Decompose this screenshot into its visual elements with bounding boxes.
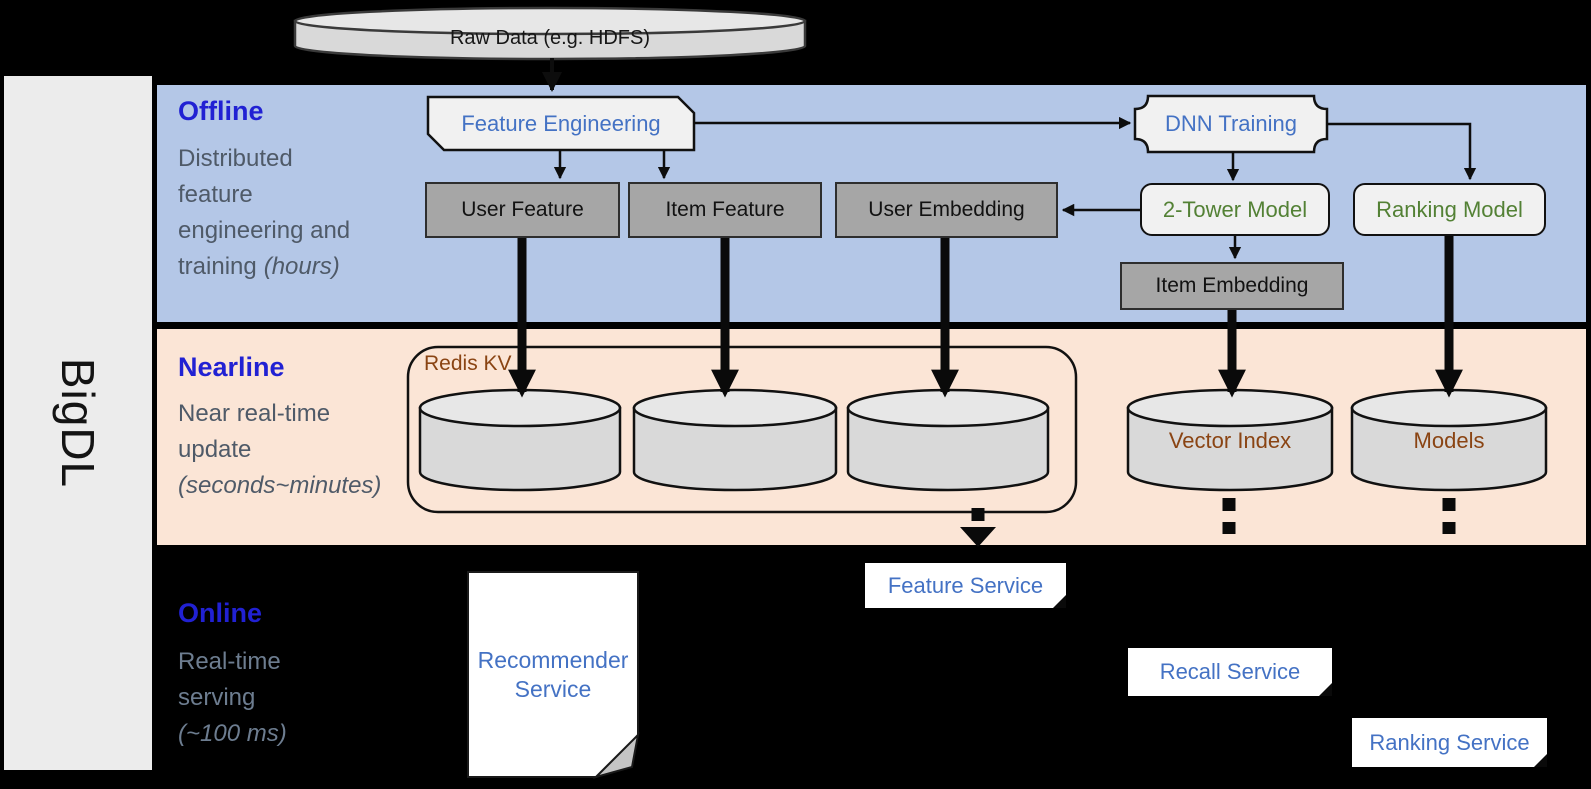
ranking-service-label: Ranking Service: [1369, 729, 1530, 755]
offline-band-title: Offline: [178, 96, 264, 126]
offline-desc-line4-italic: (hours): [263, 253, 340, 280]
online-desc-line: Real-time: [178, 648, 281, 675]
offline-desc-line4-text: training: [178, 253, 257, 280]
folded-corner-icon: [1319, 683, 1332, 696]
offline-desc-line: Distributed: [178, 145, 293, 172]
two-tower-model-node: 2-Tower Model: [1140, 183, 1330, 236]
user-feature-node: User Feature: [425, 182, 620, 238]
ranking-service-node: Ranking Service: [1352, 718, 1547, 767]
folded-corner-icon: [1534, 754, 1547, 767]
raw-data-cylinder: [293, 6, 807, 61]
ranking-model-node: Ranking Model: [1353, 183, 1546, 236]
online-band-title: Online: [178, 598, 263, 628]
online-desc-line: (~100 ms): [178, 720, 287, 747]
item-feature-node: Item Feature: [628, 182, 822, 238]
recall-service-node: Recall Service: [1128, 648, 1332, 696]
nearline-band-title: Nearline: [178, 352, 285, 382]
feature-service-label: Feature Service: [887, 572, 1044, 598]
online-band-description: Real-time serving (~100 ms): [178, 644, 287, 752]
recommender-service-line1: Recommender: [477, 646, 629, 673]
offline-band-description: Distributed feature engineering and trai…: [178, 141, 350, 285]
folded-corner-icon: [1053, 595, 1066, 608]
bigdl-sidebar: BigDL: [4, 76, 152, 770]
offline-desc-line: training(hours): [178, 249, 350, 285]
recommender-service-node: Recommender Service: [468, 572, 638, 777]
raw-data-label: Raw Data (e.g. HDFS): [449, 26, 651, 49]
nearline-desc-line: Near real-time: [178, 400, 331, 427]
bigdl-brand-label: BigDL: [51, 357, 104, 489]
nearline-band-description: Near real-time update (seconds~minutes): [178, 396, 381, 504]
recommender-service-doc-shape: [467, 571, 640, 779]
item-embedding-node: Item Embedding: [1120, 262, 1344, 310]
nearline-desc-line: (seconds~minutes): [178, 472, 382, 499]
nearline-desc-line: update: [178, 436, 252, 463]
online-desc-line: serving: [178, 684, 256, 711]
recall-service-label: Recall Service: [1159, 659, 1301, 684]
offline-desc-line: engineering and: [178, 217, 351, 244]
offline-desc-line: feature: [178, 181, 253, 208]
recommender-service-line2: Service: [514, 675, 592, 702]
user-embedding-node: User Embedding: [835, 182, 1058, 238]
feature-service-node: Feature Service: [865, 563, 1066, 608]
